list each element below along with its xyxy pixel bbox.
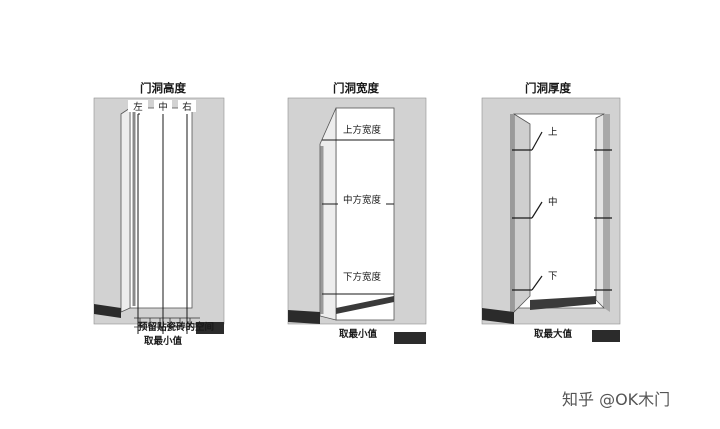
panel-thickness-result: 取最大值 bbox=[534, 328, 573, 340]
label-bg bbox=[338, 123, 386, 136]
baseboard-right bbox=[196, 322, 224, 334]
label-middle-thickness: 中 bbox=[548, 196, 558, 208]
label-bottom-thickness: 下 bbox=[548, 271, 558, 282]
right-jamb-depth bbox=[595, 113, 605, 309]
label-bg bbox=[128, 100, 148, 112]
left-jamb bbox=[120, 107, 131, 313]
watermark: 知乎 @OK木门 bbox=[562, 390, 670, 409]
left-jamb-face bbox=[510, 114, 514, 316]
label-bg bbox=[338, 193, 386, 206]
door-opening bbox=[335, 107, 395, 321]
right-jamb-face bbox=[604, 114, 610, 312]
panel-height-title: 门洞高度 bbox=[140, 81, 186, 95]
label-bg bbox=[154, 100, 172, 112]
label-bg bbox=[338, 270, 386, 283]
panel-thickness-title: 门洞厚度 bbox=[525, 81, 571, 95]
label-right: 右 bbox=[182, 101, 192, 113]
panel-width-title: 门洞宽度 bbox=[333, 81, 379, 95]
thickness-lines bbox=[512, 131, 612, 291]
label-middle: 中 bbox=[158, 101, 168, 113]
baseboard-left bbox=[288, 310, 320, 324]
floor-strip bbox=[336, 296, 394, 314]
height-lines bbox=[137, 113, 188, 334]
door-opening bbox=[129, 107, 193, 309]
tile-space-note: 预留贴瓷砖的空间 bbox=[138, 321, 214, 333]
baseboard-left bbox=[94, 304, 121, 318]
label-left: 左 bbox=[133, 101, 143, 113]
tile-space-hatch bbox=[134, 317, 200, 328]
left-jamb-depth bbox=[513, 113, 531, 313]
label-bg bbox=[178, 100, 196, 112]
label-middle-width: 中方宽度 bbox=[343, 194, 382, 206]
panel-width: 门洞宽度 上方宽度 中方宽度 下方宽度 取最小值 bbox=[287, 81, 427, 344]
panel-height: 门洞高度 左 bbox=[93, 81, 225, 347]
panel-height-result: 取最小值 bbox=[144, 335, 183, 347]
floor-strip bbox=[530, 296, 596, 310]
baseboard-left bbox=[482, 308, 514, 324]
baseboard-right bbox=[394, 332, 426, 344]
left-jamb bbox=[319, 107, 337, 321]
label-bottom-width: 下方宽度 bbox=[343, 271, 382, 283]
panel-thickness: 门洞厚度 上 中 下 取最大值 bbox=[481, 81, 621, 342]
label-top-thickness: 上 bbox=[548, 127, 558, 138]
label-top-width: 上方宽度 bbox=[343, 124, 382, 136]
baseboard-right bbox=[592, 330, 620, 342]
panel-width-result: 取最小值 bbox=[339, 328, 378, 340]
